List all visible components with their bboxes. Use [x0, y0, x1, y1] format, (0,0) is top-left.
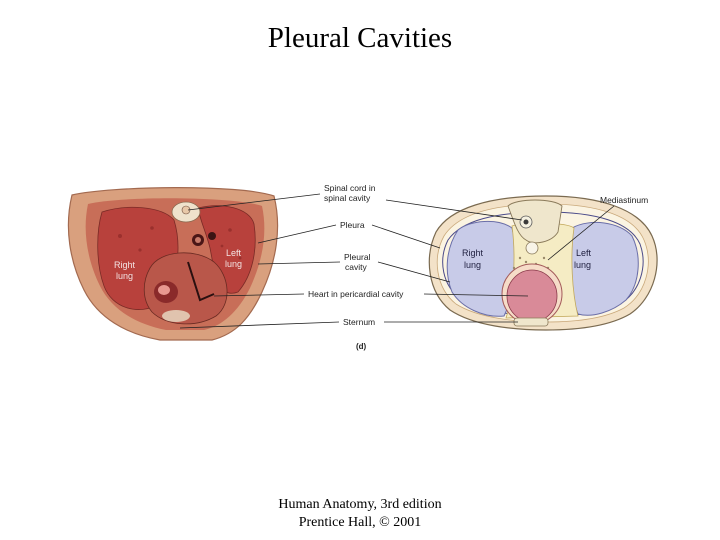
- photo-left-lung: [197, 205, 256, 294]
- schematic-cross-section: Right lung Left lung: [428, 195, 658, 331]
- callouts: Spinal cord in spinal cavity Pleura Pleu…: [179, 183, 648, 351]
- drawing-left-lung-label: Left lung: [574, 248, 594, 270]
- callout-spinal-cord: Spinal cord in spinal cavity: [324, 183, 378, 203]
- callout-heart: Heart in pericardial cavity: [308, 289, 404, 299]
- callout-pleura: Pleura: [340, 220, 365, 230]
- callout-pleural-cavity: Pleural cavity: [344, 252, 373, 272]
- photo-right-lung-label: Right lung: [114, 260, 138, 281]
- drawing-sternum: [513, 317, 549, 327]
- callout-sternum: Sternum: [343, 317, 375, 327]
- cadaver-cross-section: Right lung Left lung: [67, 187, 279, 341]
- footer-line-1: Human Anatomy, 3rd edition: [278, 497, 442, 512]
- drawing-vertebra: [507, 199, 563, 244]
- panel-label: (d): [356, 342, 367, 351]
- slide-title: Pleural Cavities: [267, 22, 453, 54]
- drawing-right-lung-label: Right lung: [462, 248, 486, 270]
- photo-heart: [143, 252, 228, 325]
- photo-left-lung-label: Left lung: [225, 248, 244, 269]
- footer-line-2: Prentice Hall, © 2001: [298, 515, 422, 530]
- callout-mediastinum: Mediastinum: [600, 195, 648, 205]
- drawing-right-lung: [446, 221, 516, 317]
